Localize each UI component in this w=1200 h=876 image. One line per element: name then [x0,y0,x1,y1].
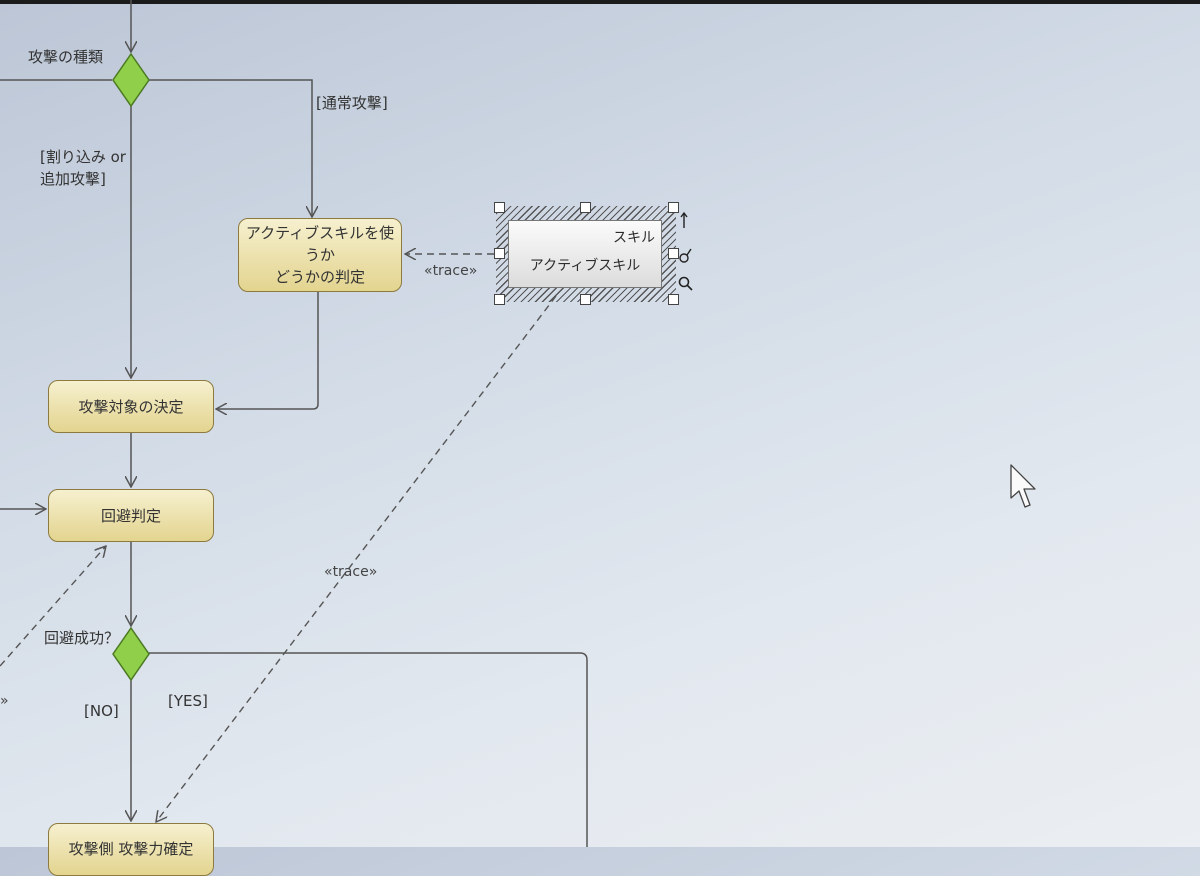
decision-attack-type [112,52,150,108]
artifact-stereotype: スキル [613,230,655,246]
decision-label-evade-success: 回避成功？ [44,629,120,647]
arrow-up-icon [680,211,688,228]
search-icon [678,276,693,291]
action-decide-target-label: 攻撃対象の決定 [78,397,184,416]
artifact-body[interactable]: スキル アクティブスキル [508,220,662,288]
action-active-skill-judge-line2: どうかの判定 [274,268,365,286]
resize-handle-bottom-right[interactable] [668,294,679,305]
action-bottom-partial-label: 攻撃側 攻撃力確定 [68,840,194,858]
action-evade-judge[interactable]: 回避判定 [48,489,214,542]
action-evade-judge-label: 回避判定 [100,506,161,525]
flow-normal-attack [149,79,312,217]
resize-handle-top-left[interactable] [494,202,505,213]
flow-yes [149,652,588,847]
artifact-active-skill[interactable]: スキル アクティブスキル [494,202,693,305]
resize-handle-top-right[interactable] [668,202,679,213]
action-decide-target[interactable]: 攻撃対象の決定 [48,380,214,433]
decision-evade-success [112,626,150,682]
artifact-name: アクティブスキル [529,258,641,274]
resize-handle-bottom-left[interactable] [494,294,505,305]
resize-handle-top-middle[interactable] [580,202,591,213]
trace-artifact-to-bottom [156,295,557,822]
guard-interrupt: [割り込み or 追加攻撃] [40,146,126,190]
flow-judge-to-target [216,292,319,409]
trace-label-1: «trace» [424,263,478,279]
link-icon [679,248,692,263]
action-active-skill-judge-line1: アクティブスキルを使うか [245,224,395,264]
guard-interrupt-line1: [割り込み or [40,148,126,166]
guard-no: [NO] [84,702,119,720]
decision-label-attack-type: 攻撃の種類 [28,48,104,66]
diagram-canvas [0,0,588,847]
trace-label-left: » [0,693,9,709]
resize-handle-middle-right[interactable] [668,248,679,259]
resize-handle-bottom-middle[interactable] [580,294,591,305]
guard-yes: [YES] [168,692,208,710]
guard-normal-attack: [通常攻撃] [316,94,388,112]
guard-interrupt-line2: 追加攻撃] [40,170,106,188]
artifact-side-icons [678,211,693,291]
mouse-cursor-icon [1010,464,1036,508]
trace-label-2: «trace» [324,564,378,580]
resize-handle-middle-left[interactable] [494,248,505,259]
action-active-skill-judge[interactable]: アクティブスキルを使うか どうかの判定 [238,218,402,292]
action-bottom-partial[interactable]: 攻撃側 攻撃力確定 [48,823,214,876]
trace-left-to-evade [0,546,106,667]
top-border [0,0,1200,4]
